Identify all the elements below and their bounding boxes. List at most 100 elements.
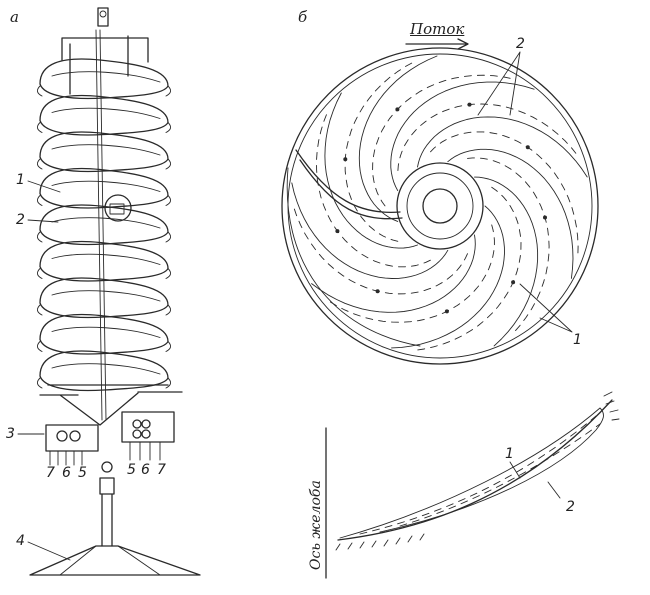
inner-column-mid [406,172,474,240]
spiral-vane [311,234,476,313]
hatching-bottom [335,533,425,551]
turn-inner-edge [51,290,161,302]
spiral-turn [39,313,169,355]
flow-arrow [405,38,469,50]
flow-line [430,131,579,258]
turn-lip [37,268,171,279]
port-left-3: 5 [78,465,87,481]
spiral-vane [474,176,539,347]
trough-stream [339,407,604,539]
port-right-2: 6 [141,462,150,478]
port-left-2: 6 [62,465,71,481]
flow-line [372,74,515,207]
stream-dash-2 [399,423,601,527]
trough-outer-wall [337,399,613,541]
flow-line [413,186,522,352]
flow-line [397,103,579,172]
turn-lip [37,377,171,389]
central-column [99,29,107,421]
port-right-1: 5 [127,462,136,478]
label-2-a: 2 [16,212,25,228]
turn-inner-edge [51,180,161,192]
label-3-a: 3 [6,426,15,442]
spiral-separator [17,7,201,576]
spiral-vane [417,116,588,178]
center-hub [104,194,132,222]
hatching-right [603,391,620,421]
turn-lip [37,158,171,170]
spiral-vanes [291,55,588,349]
port-right-3: 7 [157,462,166,478]
panel-b-letter: б [298,8,308,26]
spiral-vane [390,81,535,192]
label-1-c: 1 [505,446,514,462]
turn-inner-edge [51,253,161,265]
turn-inner-edge [51,71,161,83]
splitter [295,149,403,220]
box-right [121,411,175,443]
turn-lip [37,231,171,243]
spiral-vane [358,55,438,222]
turn-lip [37,122,171,133]
turn-inner-edge [51,144,161,156]
turn-inner-edge [51,217,161,229]
spiral-vane [391,205,505,349]
top-frame [61,35,149,95]
flow-line [292,204,468,295]
port-left-1: 7 [46,465,55,481]
trough-section [325,391,620,579]
label-1-b: 1 [573,332,582,348]
inner-column-hole [422,188,458,224]
spiral-vane [324,92,418,249]
box-left [45,424,99,452]
flow-arrowhead [543,215,547,220]
flow-arrowhead [444,309,449,314]
turn-lip [37,195,171,206]
flow-arrowhead [511,280,516,285]
panel-a-letter: а [10,8,19,26]
spiral-turns [37,58,171,392]
turn-inner-edge [51,326,161,338]
flow-line [326,224,495,323]
label-1-a: 1 [16,172,25,188]
label-2-b: 2 [516,36,525,52]
flow-arrowhead [343,157,348,162]
turn-lip [37,85,171,97]
bottom-frame [39,384,183,426]
plan-view [281,38,599,365]
flow-line [344,60,416,242]
turn-inner-edge [51,363,161,375]
spiral-turn [39,240,169,282]
flow-arrowhead [335,229,340,234]
flow-label: Поток [410,20,465,38]
flow-arrowhead [467,102,472,107]
flow-lines [292,60,579,352]
spiral-turn [39,94,169,136]
hook-top [97,7,109,27]
outer-rim-inner [287,53,593,359]
spiral-vane [291,182,449,279]
spiral-turn [39,167,169,209]
flow-arrowhead [395,107,400,112]
stand-base [29,545,201,576]
stream-dash-1 [359,415,597,535]
spiral-vane [447,148,574,279]
stand-post [99,477,115,547]
trough-axis-label: Ось желоба [308,480,324,570]
label-4-a: 4 [16,533,25,549]
turn-lip [37,341,171,352]
label-2-c: 2 [566,499,575,515]
spiral-turn [39,58,169,100]
spiral-turn [39,277,169,319]
flow-arrowhead [525,145,530,150]
flow-arrowhead [375,289,380,294]
outer-channel [286,167,421,347]
turn-lip [37,304,171,316]
spiral-turn [39,204,169,246]
flow-line [316,110,431,268]
outer-rim-outer [281,47,599,365]
turn-inner-edge [51,107,161,119]
spiral-turn [39,131,169,173]
